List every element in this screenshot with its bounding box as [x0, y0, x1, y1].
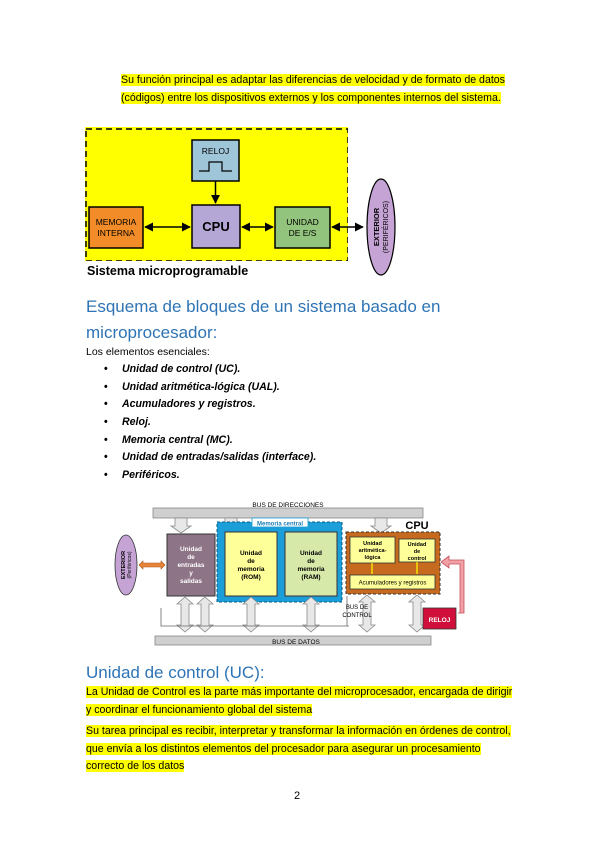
page-number: 2: [294, 790, 301, 802]
cpu-label: CPU: [405, 520, 428, 532]
uc-paragraph-1: La Unidad de Control es la parte más imp…: [86, 686, 513, 716]
exterior-label-line2: (Periféricos): [127, 551, 133, 578]
elementos-label: Los elementos esenciales:: [86, 346, 210, 358]
bus-direcciones: BUS DE DIRECCIONES: [152, 502, 424, 519]
es-label-line5: salidas: [180, 578, 202, 585]
bus-control-label-line2: CONTROL: [342, 613, 372, 619]
uc-label-line3: control: [408, 556, 427, 562]
elementos-list: •Unidad de control (UC). •Unidad aritmét…: [104, 363, 316, 487]
bus-datos: BUS DE DATOS: [154, 635, 432, 646]
reloj-block: RELOJ: [191, 139, 240, 182]
exterior-label-line2: (PERIFÉRICOS): [381, 201, 390, 253]
list-item: •Reloj.: [104, 416, 151, 429]
alu-label-line1: Unidad: [363, 541, 382, 547]
uc-label-line1: Unidad: [408, 542, 427, 548]
diagram1-caption: Sistema microprogramable: [87, 264, 248, 278]
exterior-ellipse: EXTERIOR (PERIFÉRICOS): [366, 178, 396, 276]
list-item: •Unidad de control (UC).: [104, 363, 241, 375]
acumuladores-label: Acumuladores y registros: [359, 581, 427, 587]
memoria-central-label: Memoria central: [257, 522, 303, 528]
list-item: •Memoria central (MC).: [104, 433, 233, 446]
exterior-label-line1: EXTERIOR: [372, 207, 381, 246]
list-item: •Unidad aritmética-lógica (UAL).: [104, 380, 280, 393]
alu-label-line2: aritmética-: [359, 548, 387, 554]
memoria-label-line1: MEMORIA: [96, 217, 137, 227]
alu-label-line3: lógica: [365, 555, 382, 561]
ram-label-line3: memoria: [297, 566, 324, 573]
bus-control-label-line1: BUS DE: [346, 605, 368, 611]
ram-label-line1: Unidad: [300, 550, 322, 557]
cpu-block: CPU: [191, 204, 241, 249]
exterior-ellipse: EXTERIOR (Periféricos): [114, 534, 138, 596]
memoria-interna-block: MEMORIA INTERNA: [88, 206, 144, 249]
heading-unidad-control: Unidad de control (UC):: [86, 663, 265, 682]
rom-label-line2: de: [247, 558, 255, 565]
reloj-label: RELOJ: [429, 617, 451, 624]
rom-label-line1: Unidad: [240, 550, 262, 557]
list-item: •Periféricos.: [104, 469, 180, 482]
uc-label-line2: de: [414, 549, 420, 555]
unidad-es-block: UNIDAD DE E/S: [274, 206, 331, 249]
list-item: •Acumuladores y registros.: [104, 398, 256, 411]
ram-label-line4: (RAM): [301, 574, 320, 581]
rom-label-line3: memoria: [237, 566, 264, 573]
cpu-label: CPU: [202, 219, 229, 234]
uc-paragraph-2: Su tarea principal es recibir, interpret…: [86, 725, 511, 772]
reloj-label: RELOJ: [202, 146, 229, 156]
exterior-label-line1: EXTERIOR: [121, 551, 127, 579]
bus-datos-label: BUS DE DATOS: [272, 639, 320, 646]
es-label-line2: de: [187, 554, 195, 561]
list-item: •Unidad de entradas/salidas (interface).: [104, 451, 317, 464]
unidad-es-label-line1: UNIDAD: [286, 217, 319, 227]
rom-block: Unidad de memoria (ROM): [224, 531, 278, 597]
microprogrammable-system-diagram: RELOJ CPU MEMORIA INTERNA UNIDAD DE E/S …: [85, 127, 400, 280]
unidad-es-block: Unidad de entradas y salidas: [166, 533, 216, 597]
intro-paragraph: Su función principal es adaptar las dife…: [121, 74, 505, 104]
ram-block: Unidad de memoria (RAM): [284, 531, 338, 597]
es-label-line4: y: [189, 570, 193, 577]
cpu-group: CPU Unidad aritmética- lógica Unidad de …: [345, 520, 441, 595]
ram-label-line2: de: [307, 558, 315, 565]
bus-direcciones-label: BUS DE DIRECCIONES: [252, 502, 324, 509]
heading-esquema: Esquema de bloques de un sistema basado …: [86, 297, 441, 342]
reloj-block: RELOJ: [422, 607, 457, 630]
microprocessor-block-diagram: BUS DE DIRECCIONES BUS DE DATOS Memoria …: [114, 502, 465, 646]
rom-label-line4: (ROM): [241, 574, 261, 581]
es-label-line3: entradas: [177, 562, 204, 569]
unidad-es-label-line2: DE E/S: [289, 228, 317, 238]
es-label-line1: Unidad: [180, 546, 202, 553]
memoria-label-line2: INTERNA: [97, 228, 135, 238]
